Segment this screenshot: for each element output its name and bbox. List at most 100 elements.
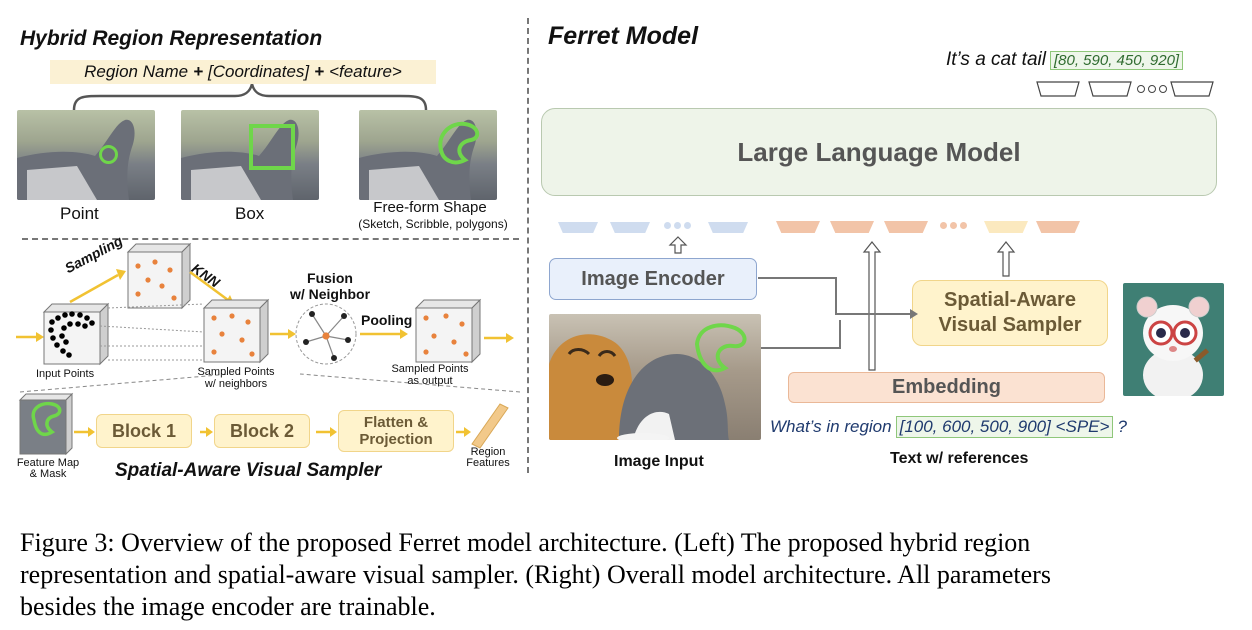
up-arrow-icon <box>668 236 688 254</box>
label-input-points: Input Points <box>36 368 95 380</box>
flatten-label-1: Flatten & <box>363 414 429 431</box>
label-sampled-neighbors-2: w/ neighbors <box>204 378 268 390</box>
formula-region-name: Region Name <box>84 62 189 81</box>
dog-cat-image <box>549 314 761 440</box>
cat-thumbnail-point <box>17 110 155 200</box>
up-arrow-icon <box>862 241 882 371</box>
query-suffix: ? <box>1117 417 1127 436</box>
label-region-features: Region Features <box>458 447 518 469</box>
panel-divider <box>527 18 529 473</box>
label-sampled-neighbors: Sampled Points w/ neighbors <box>186 366 286 390</box>
output-arrow <box>484 333 514 343</box>
cat-thumbnail-box <box>181 110 319 200</box>
label-sampled-output-1: Sampled Points <box>391 363 469 375</box>
label-sampled-output: Sampled Points as output <box>380 363 480 387</box>
image-token <box>610 222 650 233</box>
output-coordinates: [80, 590, 450, 920] <box>1049 50 1184 70</box>
sampled-output-cube <box>414 298 482 364</box>
caption-line-3: besides the image encoder are trainable. <box>20 592 436 621</box>
sampled-cube-top <box>126 242 192 310</box>
label-point: Point <box>60 204 99 223</box>
hybrid-region-title: Hybrid Region Representation <box>20 27 323 50</box>
query-coordinates: [100, 600, 500, 900] <SPE> <box>895 416 1114 438</box>
label-feature-map-1: Feature Map <box>16 457 80 469</box>
text-token <box>884 221 928 233</box>
image-token <box>708 222 748 233</box>
point-marker-icon <box>99 145 118 164</box>
ferret-mascot-image <box>1123 283 1224 396</box>
label-fusion-2: w/ Neighbor <box>289 286 371 302</box>
curly-brace <box>72 84 428 111</box>
embedding-box: Embedding <box>788 372 1105 403</box>
image-encoder-box: Image Encoder <box>549 258 757 300</box>
ellipsis-icon <box>1137 85 1167 93</box>
sampler-title: Spatial-Aware Visual Sampler <box>115 460 382 481</box>
block-2: Block 2 <box>214 414 310 448</box>
formula-coordinates: [Coordinates] <box>208 62 310 81</box>
cat-silhouette <box>17 119 135 200</box>
text-token <box>830 221 874 233</box>
ellipsis-icon <box>664 222 691 229</box>
region-token <box>984 221 1028 233</box>
output-answer: It’s a cat tail <box>946 49 1046 70</box>
caption-line-2: representation and spatial-aware visual … <box>20 560 1051 589</box>
expand-lines <box>19 373 521 393</box>
fusion-arrow <box>270 329 296 339</box>
projection-lines <box>99 303 205 361</box>
label-text-references: Text w/ references <box>890 450 1029 467</box>
formula-plus: + <box>314 62 325 81</box>
label-image-input: Image Input <box>614 453 704 470</box>
visual-sampler-label-1: Spatial-Aware <box>944 289 1076 311</box>
label-sampled-output-2: as output <box>407 375 453 387</box>
ellipsis-icon <box>940 222 967 229</box>
region-formula: Region Name + [Coordinates] + <feature> <box>50 60 436 84</box>
formula-feature: <feature> <box>329 62 402 81</box>
flatten-projection-block: Flatten & Projection <box>338 410 454 452</box>
ferret-model-title: Ferret Model <box>548 22 699 50</box>
left-divider <box>22 238 519 240</box>
image-token <box>558 222 598 233</box>
text-token <box>776 221 820 233</box>
label-pooling: Pooling <box>361 312 413 328</box>
block-arrows <box>74 427 471 437</box>
ferret-mascot-illustration <box>1136 296 1210 396</box>
flatten-label-2: Projection <box>359 431 433 448</box>
input-points-cube <box>42 302 110 366</box>
feature-map-cube <box>18 392 74 456</box>
region-features-icon <box>471 403 509 449</box>
sampled-neighbors-cube <box>202 298 270 364</box>
cat-thumbnail-freeform <box>359 110 497 200</box>
sampler-diagram <box>16 242 521 456</box>
cat-silhouette <box>359 119 480 200</box>
label-box: Box <box>235 204 265 223</box>
up-arrow-icon <box>996 241 1016 277</box>
input-arrow <box>16 332 44 342</box>
label-region-features-1: Region <box>470 446 506 458</box>
cat-silhouette <box>181 119 299 200</box>
pooling-arrow <box>360 329 408 339</box>
visual-sampler-box: Spatial-Aware Visual Sampler <box>912 280 1108 346</box>
model-output-text: It’s a cat tail [80, 590, 450, 920] <box>946 49 1184 71</box>
box-marker-icon <box>249 124 295 170</box>
freeform-marker-icon <box>438 121 480 165</box>
input-point-dots <box>48 311 95 358</box>
figure-caption: Figure 3: Overview of the proposed Ferre… <box>20 527 1235 623</box>
query-text: What’s in region [100, 600, 500, 900] <S… <box>770 416 1127 438</box>
output-token-strip <box>1036 81 1214 97</box>
text-token <box>1036 221 1080 233</box>
query-prefix: What’s in region <box>770 417 892 436</box>
dog-cat-illustration <box>549 323 747 440</box>
connector-lines <box>736 277 918 349</box>
formula-plus: + <box>193 62 204 81</box>
label-region-features-2: Features <box>466 457 510 469</box>
fusion-neighbor-icon <box>295 303 357 365</box>
label-sampled-neighbors-1: Sampled Points <box>197 366 275 378</box>
label-freeform: Free-form Shape <box>373 199 487 216</box>
block-1: Block 1 <box>96 414 192 448</box>
label-fusion: Fusion <box>307 270 353 286</box>
caption-line-1: Figure 3: Overview of the proposed Ferre… <box>20 528 1031 557</box>
visual-sampler-label-2: Visual Sampler <box>938 314 1082 336</box>
label-feature-map-2: & Mask <box>29 468 67 480</box>
llm-box: Large Language Model <box>541 108 1217 196</box>
label-freeform-sub: (Sketch, Scribble, polygons) <box>358 217 508 231</box>
